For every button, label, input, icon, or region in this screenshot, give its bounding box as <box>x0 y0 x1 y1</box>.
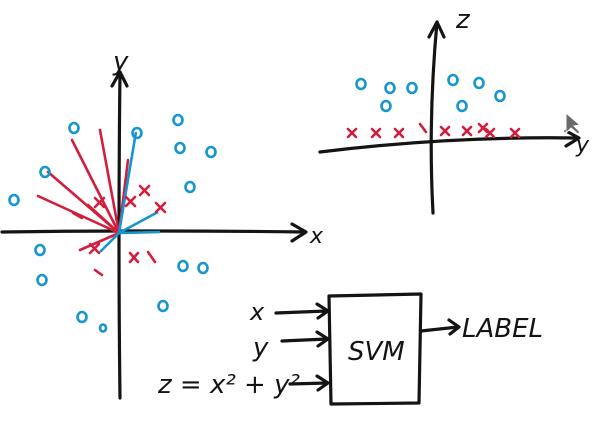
left-y-axis <box>117 70 122 400</box>
left-plot: x y <box>0 47 324 400</box>
left-y-label: y <box>112 47 129 77</box>
left-red-crosses <box>71 184 167 277</box>
left-blue-circles <box>8 113 217 333</box>
svm-box <box>327 292 423 406</box>
mouse-cursor-icon <box>565 111 582 135</box>
left-x-label: x <box>309 224 324 249</box>
right-red-crosses <box>346 122 521 139</box>
svm-input-y-arrow <box>280 330 330 348</box>
svm-diagram: x y z = x² + y² SVM LABEL <box>157 292 543 406</box>
svm-input-x-arrow <box>274 302 330 320</box>
svm-input-z-arrow <box>288 374 330 392</box>
left-y-arrowhead <box>110 70 129 88</box>
right-plot: y z <box>318 5 590 215</box>
right-z-axis <box>429 20 439 215</box>
svm-output-label: LABEL <box>462 314 543 344</box>
right-z-label: z <box>455 5 471 35</box>
svm-input-x-label: x <box>249 298 265 326</box>
svm-box-label: SVM <box>348 337 405 367</box>
svm-input-z-label: z = x² + y² <box>157 370 300 400</box>
svm-output-arrow <box>419 318 461 336</box>
left-x-arrowhead <box>290 222 308 243</box>
right-horizontal-label: y <box>575 133 590 158</box>
svm-input-y-label: y <box>252 333 269 363</box>
right-horizontal-axis <box>318 136 579 154</box>
right-horizontal-arrowhead <box>564 129 581 148</box>
left-red-projection-lines <box>36 128 130 252</box>
left-blue-projection-lines <box>99 131 161 253</box>
right-z-arrowhead <box>427 20 446 39</box>
right-blue-circles <box>355 73 506 113</box>
